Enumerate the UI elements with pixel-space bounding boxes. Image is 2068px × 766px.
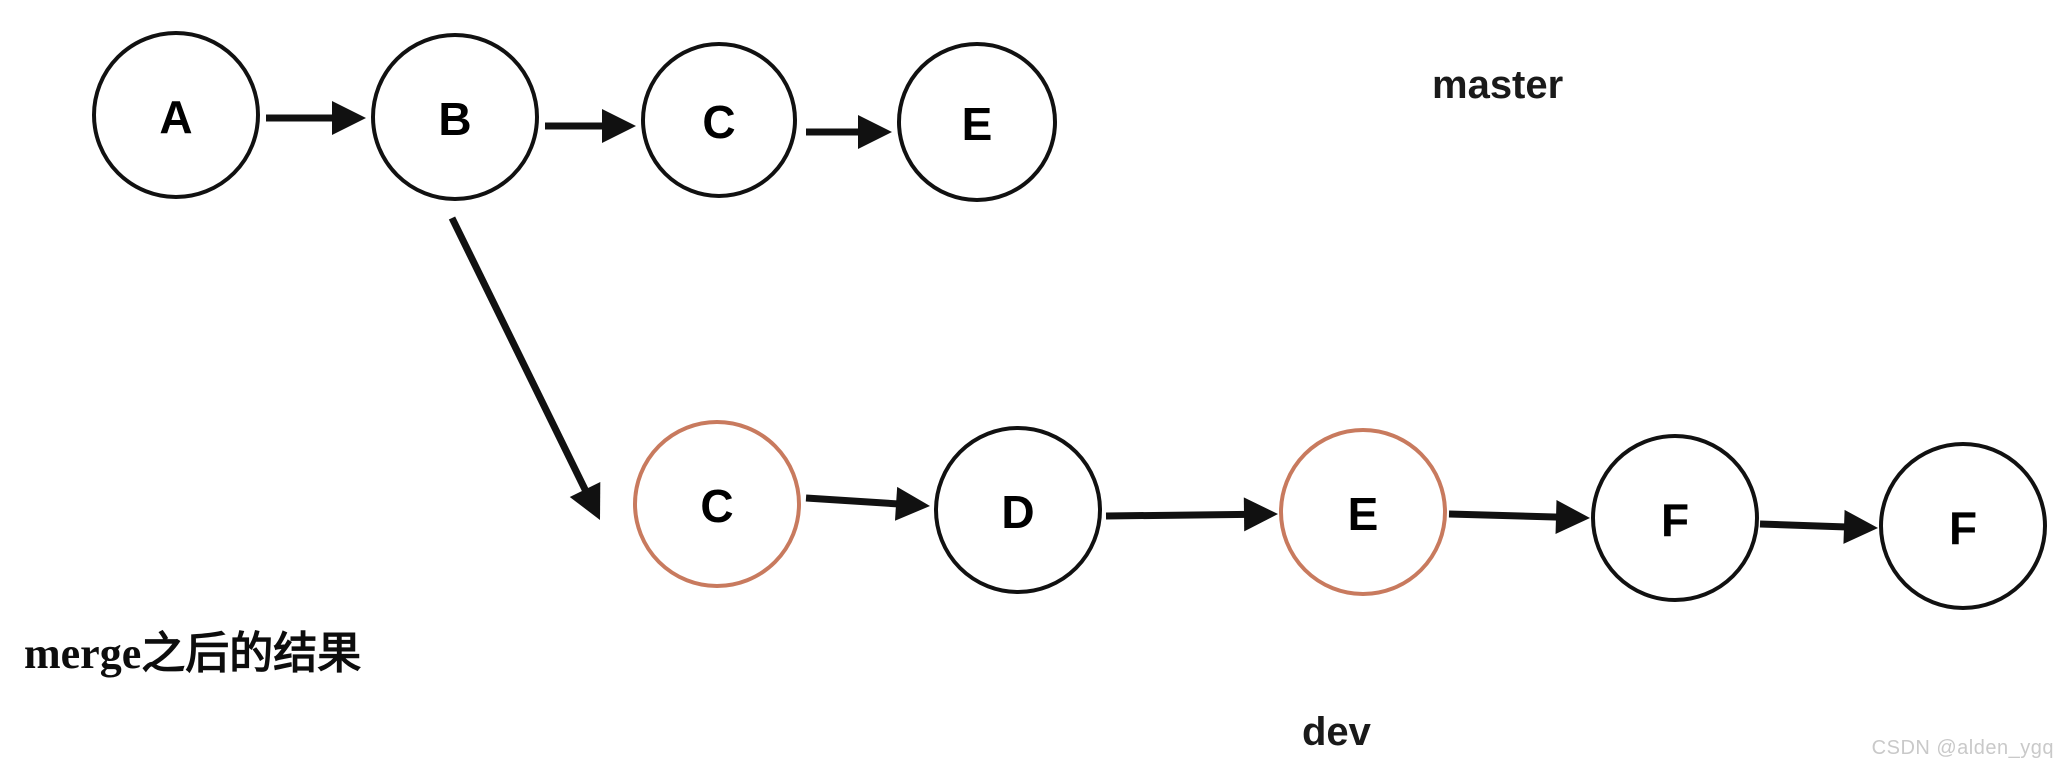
arrowhead-icon [332,101,366,135]
commit-label: E [1348,488,1379,540]
edge-line [805,494,900,508]
edge-arrow [806,115,892,149]
commit-node-d-f2[interactable]: F [1879,442,2047,610]
commit-node-d-f1[interactable]: F [1591,434,1759,602]
commit-circle[interactable] [633,420,801,588]
edge-arrow [545,109,636,143]
commit-circle[interactable] [1279,428,1447,596]
labels-layer: master dev merge之后的结果 [24,63,1563,754]
commit-node-d-d[interactable]: D [934,426,1102,594]
commit-label: C [700,480,733,532]
edge-line [448,216,590,494]
edge-line [1105,510,1248,520]
edge-line [1448,510,1560,521]
arrowhead-icon [894,486,930,521]
commit-label: F [1949,502,1977,554]
commit-node-m-a[interactable]: A [92,31,260,199]
edge-arrow [1448,500,1590,535]
arrowhead-icon [569,481,601,520]
commit-label: A [159,91,192,143]
nodes-layer: A B C E C D E F F [92,31,2047,610]
branch-label-dev: dev [1302,710,1372,754]
commit-circle[interactable] [371,33,539,201]
commit-node-d-e[interactable]: E [1279,428,1447,596]
branch-label-master: master [1432,63,1563,107]
commit-node-m-b[interactable]: B [371,33,539,201]
commit-circle[interactable] [897,42,1057,202]
arrowhead-icon [1843,509,1878,544]
arrowhead-icon [858,115,892,149]
edge-arrow [1759,509,1878,544]
commit-label: F [1661,494,1689,546]
commit-label: B [438,93,471,145]
edge-arrow [1105,497,1278,532]
commit-node-m-c[interactable]: C [641,42,797,198]
edge-arrow [266,101,366,135]
commit-node-d-c[interactable]: C [633,420,801,588]
commit-circle[interactable] [934,426,1102,594]
arrowhead-icon [602,109,636,143]
commit-node-m-e[interactable]: E [897,42,1057,202]
commit-circle[interactable] [1591,434,1759,602]
commit-label: E [962,98,993,150]
edge-arrow [448,216,601,520]
commit-label: D [1001,486,1034,538]
edge-line [1759,520,1848,531]
merge-result-caption: merge之后的结果 [24,629,361,678]
arrowhead-icon [1555,500,1590,535]
commit-label: C [702,96,735,148]
commit-circle[interactable] [1879,442,2047,610]
edges-layer [266,101,1878,544]
watermark-text: CSDN @alden_ygq [1871,737,2054,759]
commit-circle[interactable] [92,31,260,199]
arrowhead-icon [1243,497,1278,532]
commit-circle[interactable] [641,42,797,198]
edge-arrow [805,486,930,521]
